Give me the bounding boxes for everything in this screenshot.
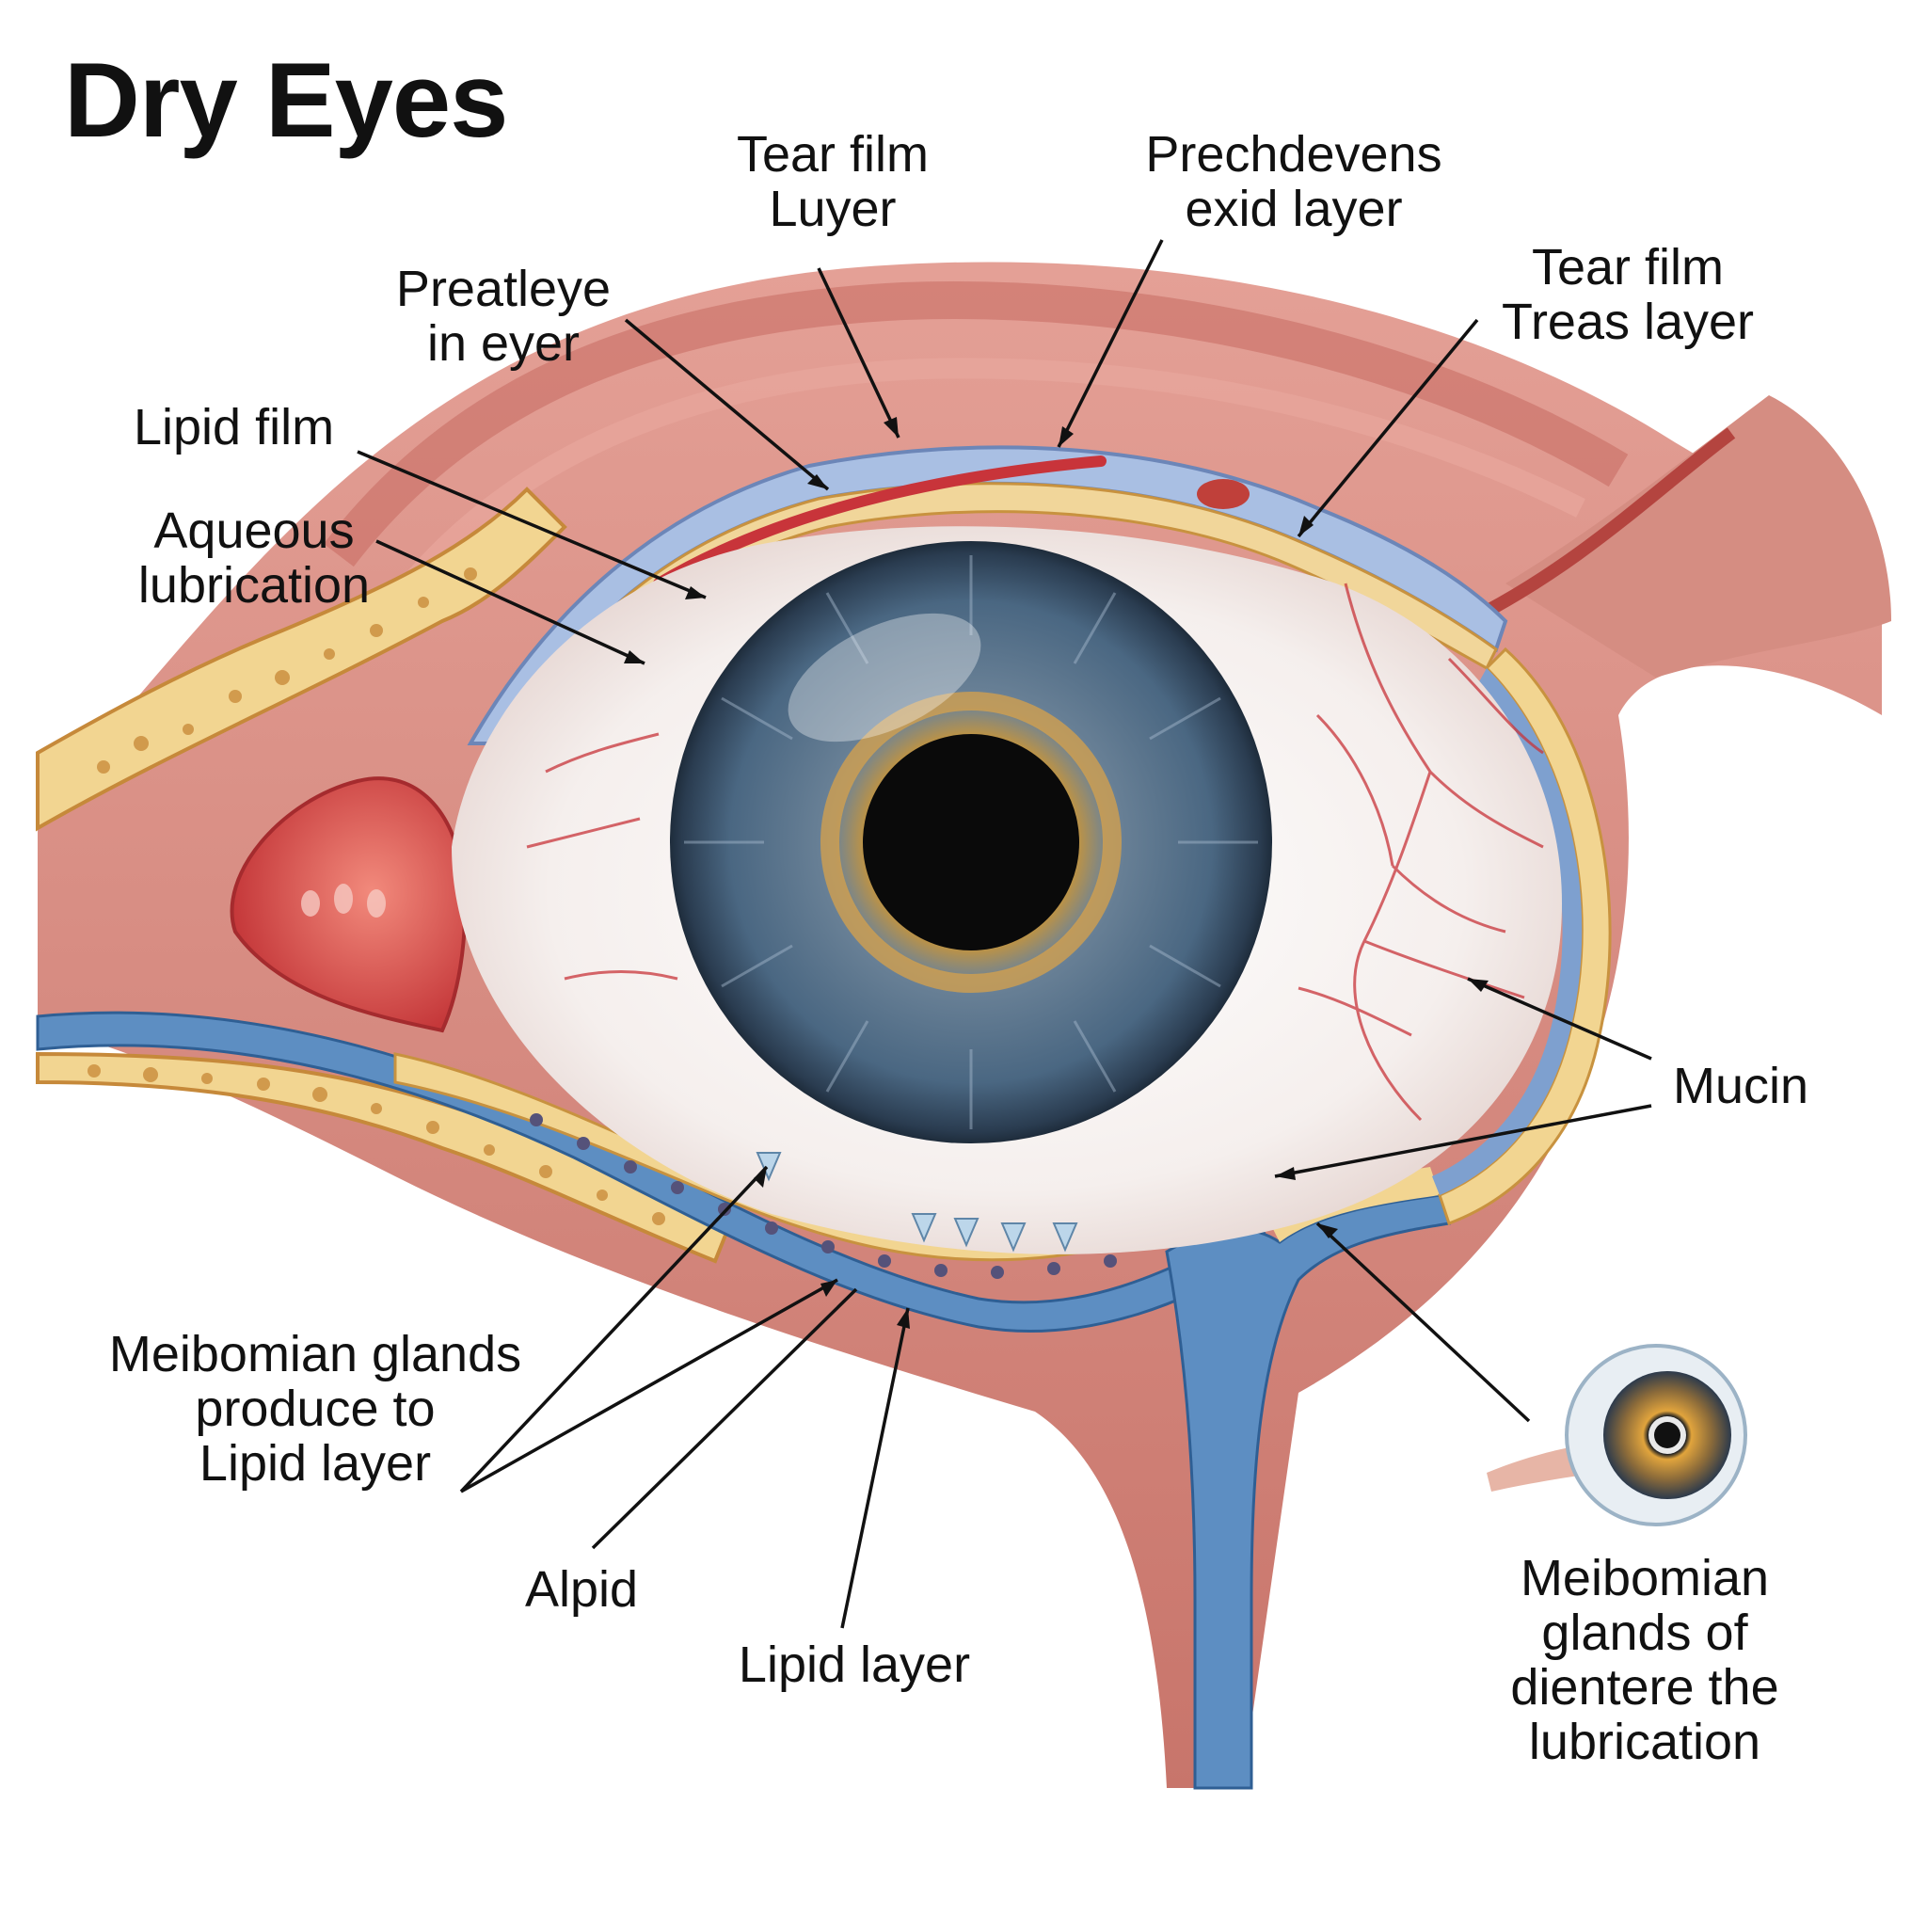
right-lid-flap	[1505, 395, 1891, 678]
leader-tear-film-luyer	[817, 267, 900, 439]
leader-meibomian-2	[460, 1278, 838, 1493]
mini-eye-inset	[1487, 1344, 1747, 1526]
leader-lines	[357, 239, 1652, 1629]
sclera-blood-vessels	[526, 583, 1544, 1122]
upper-lid-muscle-2	[387, 358, 1585, 609]
duct-fat	[1270, 1167, 1440, 1242]
leader-meibomian-dientere	[1315, 1221, 1531, 1423]
iris-fibers	[684, 555, 1258, 1129]
gland-bulb-upper	[1197, 479, 1250, 509]
lid-vessel-upper	[653, 455, 1107, 589]
fat-dots	[88, 567, 665, 1225]
label-meibomian-glands-dientere: Meibomian glands of dientere the lubrica…	[1510, 1550, 1779, 1770]
leader-prechdevens	[1057, 239, 1164, 448]
leader-meibomian-1	[459, 1165, 769, 1493]
label-aqueous-lubrication: Aqueous lubrication	[137, 503, 371, 614]
leader-tear-film-treas	[1297, 318, 1479, 538]
iris-collarette	[820, 692, 1122, 993]
upper-fat-layer	[36, 487, 567, 832]
label-lipid-film: Lipid film	[134, 399, 335, 455]
leader-lipid-layer	[840, 1307, 910, 1629]
leader-arrowheads	[624, 417, 1489, 1329]
label-preatleye-in-eyer: Preatleye in eyer	[395, 261, 612, 372]
right-flap-vessel	[1464, 427, 1736, 628]
label-tear-film-treas-layer: Tear film Treas layer	[1501, 239, 1755, 350]
label-lipid-layer: Lipid layer	[738, 1637, 971, 1693]
page-title: Dry Eyes	[64, 41, 508, 159]
pupil	[863, 734, 1079, 950]
leader-mucin-2	[1274, 1104, 1652, 1178]
caruncle-highlights	[301, 884, 386, 918]
leader-mucin-1	[1467, 977, 1652, 1061]
label-meibomian-glands-produce: Meibomian glands produce to Lipid layer	[108, 1326, 522, 1492]
leader-alpid	[591, 1287, 858, 1550]
leader-lipid-film	[357, 450, 707, 599]
lower-gland-dots	[530, 1113, 1117, 1279]
label-prechdevens-exid-layer: Prechdevens exid layer	[1145, 126, 1442, 237]
cornea-reflection	[788, 613, 981, 742]
label-alpid: Alpid	[524, 1561, 639, 1618]
nasolacrimal-duct	[1165, 1193, 1451, 1790]
leader-preatleye	[624, 318, 830, 491]
label-mucin: Mucin	[1673, 1058, 1809, 1114]
lower-gland-openings	[756, 1152, 1078, 1253]
label-tear-film-luyer: Tear film Luyer	[736, 126, 930, 237]
leader-aqueous	[375, 539, 645, 665]
upper-lid-muscle	[324, 281, 1629, 567]
